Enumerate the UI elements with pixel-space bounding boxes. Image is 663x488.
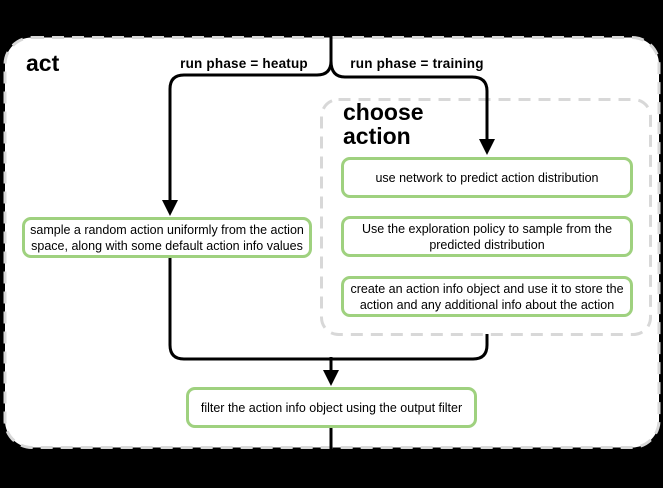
node-action-info-object: create an action info object and use it … xyxy=(341,276,633,317)
arrowhead-down-icon xyxy=(162,200,178,216)
arrowhead-down-icon xyxy=(323,370,339,386)
node-sample-random-action: sample a random action uniformly from th… xyxy=(22,217,312,258)
edge-sample-to-merge-line xyxy=(168,257,333,361)
node-use-network: use network to predict action distributi… xyxy=(341,157,633,198)
node-exploration-policy: Use the exploration policy to sample fro… xyxy=(341,216,633,257)
node-filter-output: filter the action info object using the … xyxy=(186,387,477,428)
panel-title-act: act xyxy=(26,50,60,76)
subgraph-title-choose-action: choose action xyxy=(343,99,424,149)
edge-subgraph-to-merge-line xyxy=(329,334,489,361)
edge-label-training: run phase = training xyxy=(350,56,484,71)
edge-label-heatup: run phase = heatup xyxy=(180,56,308,71)
edge-heatup-line xyxy=(168,14,333,201)
arrowhead-down-icon xyxy=(479,139,495,155)
